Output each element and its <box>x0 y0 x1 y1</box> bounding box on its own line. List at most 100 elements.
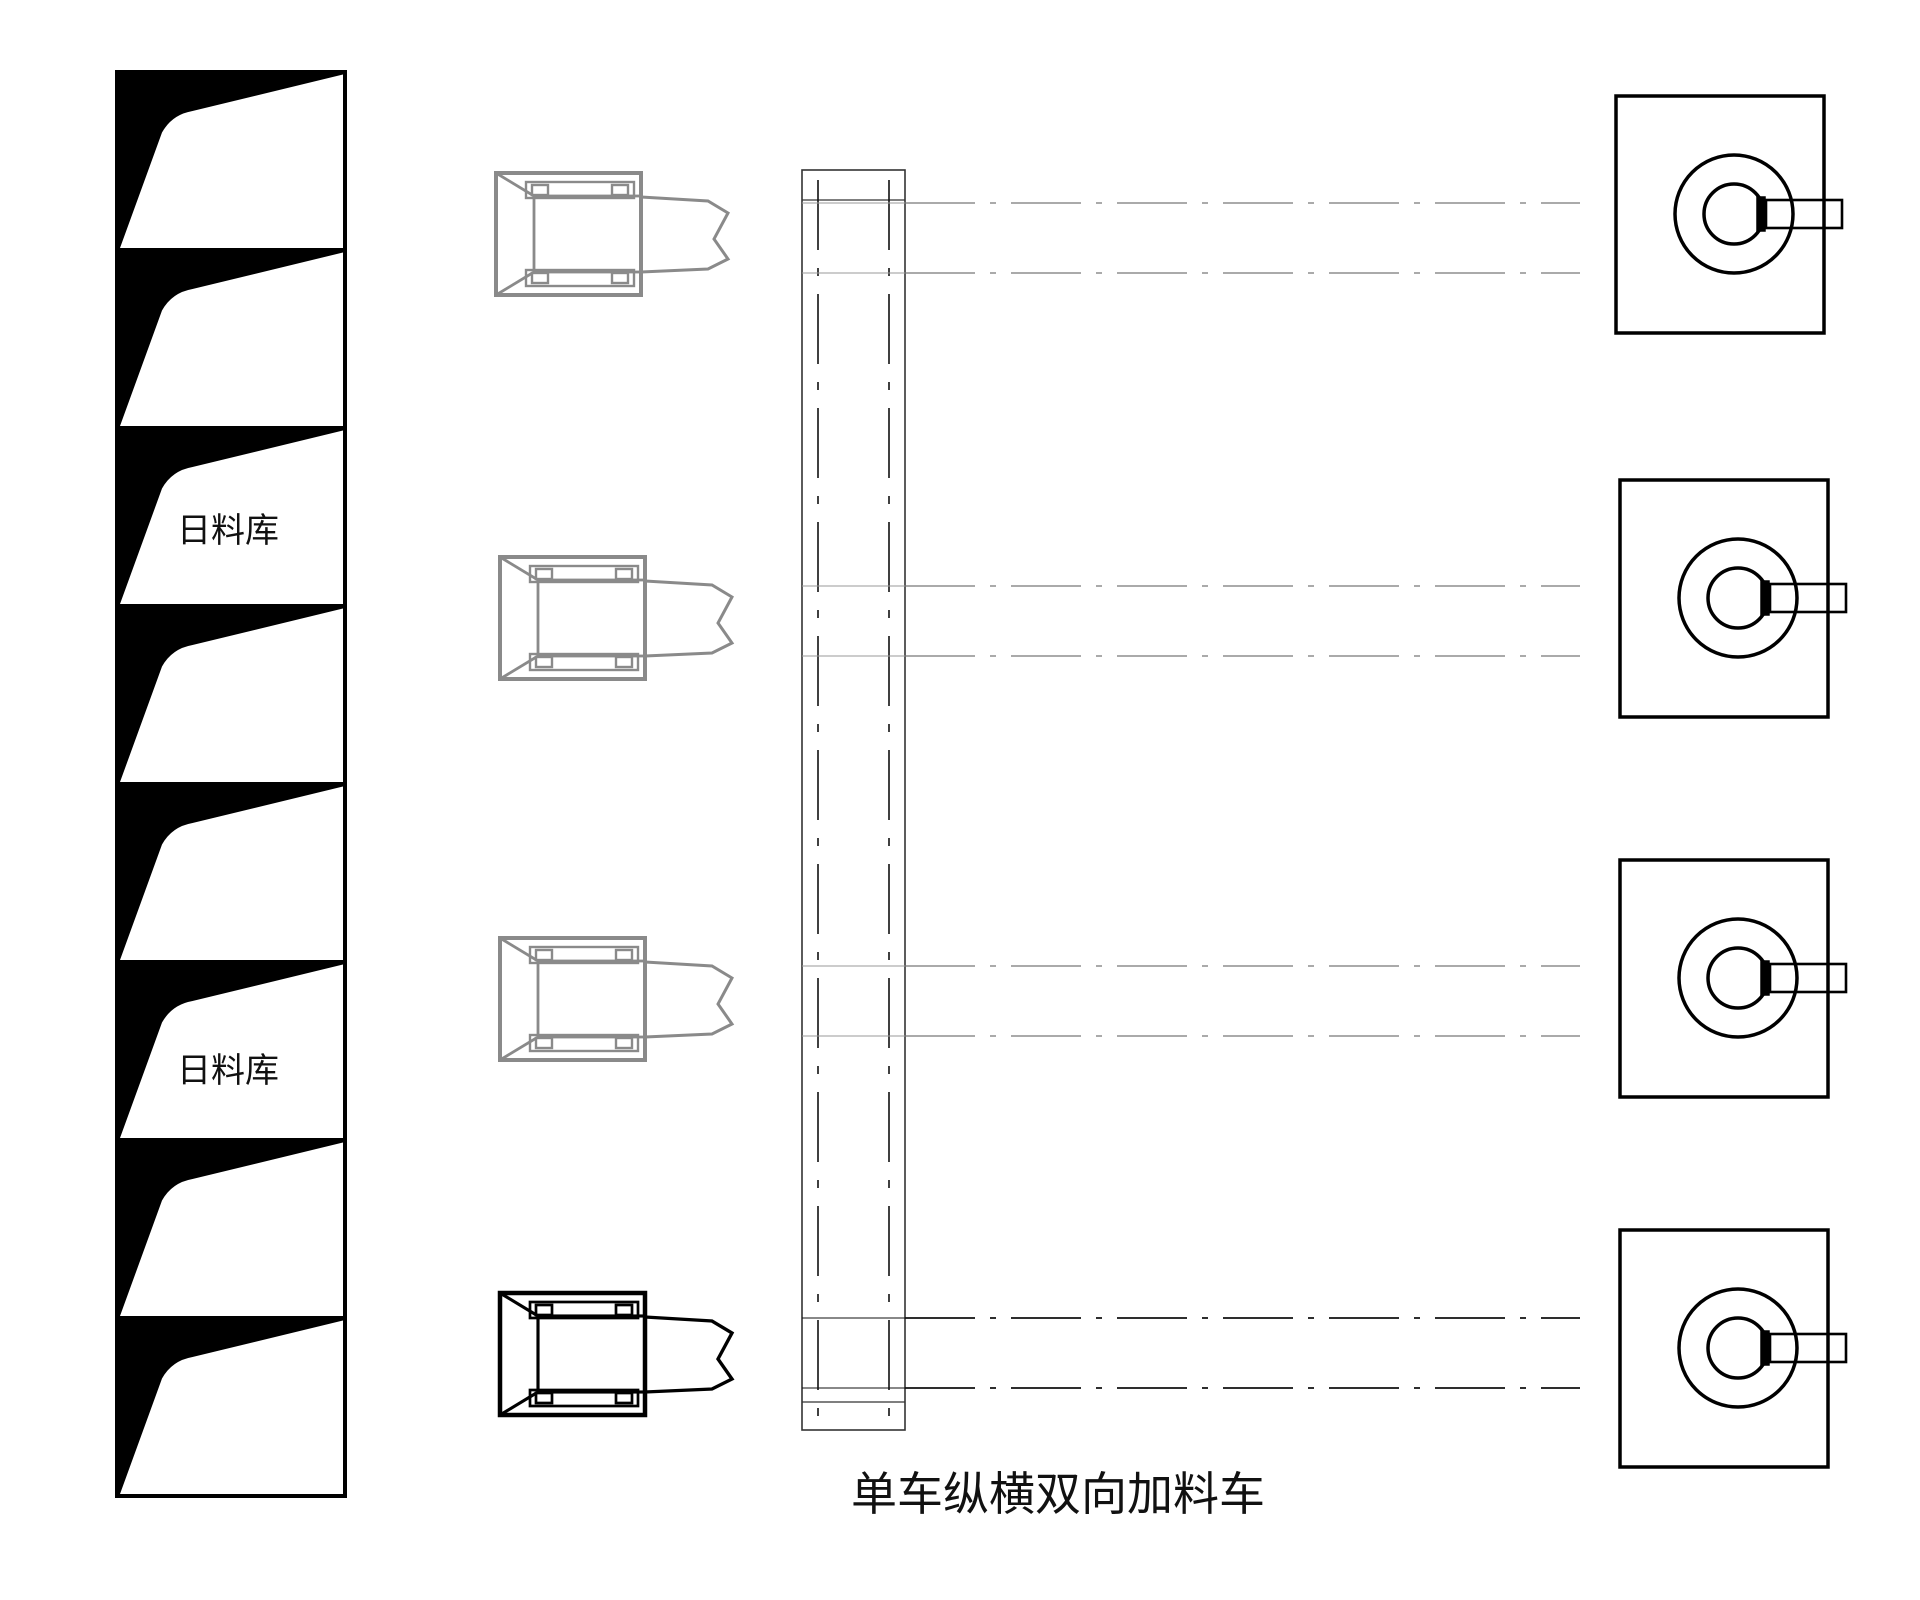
feeder-cart-icon <box>494 171 731 297</box>
storage-bay-icon <box>117 250 345 428</box>
cart-wheel <box>534 567 554 581</box>
cart-axle-top <box>524 180 636 200</box>
station-outer-ring <box>1677 1287 1799 1409</box>
station-inner-ring <box>1706 1316 1770 1380</box>
cart-feed-chute <box>644 579 735 658</box>
station-group <box>1614 94 1848 1469</box>
station-frame <box>1618 478 1830 719</box>
transverse-tracks <box>802 202 1580 1389</box>
station-arm-joint <box>1760 960 1770 996</box>
storage-bay-icon <box>117 784 345 962</box>
cart-body <box>497 1290 648 1418</box>
station-frame <box>1618 858 1830 1099</box>
storage-bay-face <box>120 786 345 960</box>
storage-bay-face <box>120 430 345 604</box>
warehouse-label-a: 日料库 <box>177 511 279 551</box>
feeder-cart-icon <box>498 936 735 1062</box>
storage-bay-face <box>120 608 345 782</box>
station-arm-joint <box>1760 1330 1770 1366</box>
cart-body <box>498 936 647 1062</box>
station-frame <box>1614 94 1826 335</box>
station-feed-arm <box>1768 962 1848 994</box>
cart-corner-line <box>499 1035 539 1062</box>
cart-axle-bottom <box>528 652 640 672</box>
storage-bay-icon <box>117 606 345 784</box>
storage-bay-icon <box>117 428 345 606</box>
cart-inner-frame <box>536 578 647 658</box>
cart-feed-chute <box>644 1315 735 1394</box>
cart-corner-line <box>499 654 539 681</box>
cart-wheel <box>534 1303 554 1317</box>
station-inner-ring <box>1706 566 1770 630</box>
cart-feed-chute <box>644 960 735 1039</box>
cart-wheel <box>614 655 634 669</box>
feeder-cart-icon <box>498 555 735 681</box>
cart-wheel <box>614 567 634 581</box>
cart-wheel <box>534 655 554 669</box>
cart-wheel <box>534 948 554 962</box>
storage-column-border <box>115 70 347 1498</box>
cart-axle-bottom <box>524 268 636 288</box>
station-arm-joint <box>1760 580 1770 616</box>
cart-body <box>498 555 647 681</box>
furnace-station-icon <box>1614 94 1844 335</box>
cart-corner-line <box>495 171 535 198</box>
storage-bay-icon <box>117 1318 345 1496</box>
station-feed-arm <box>1768 1332 1848 1364</box>
feeder-cart-icon <box>497 1290 735 1418</box>
cart-axle-top <box>528 1300 640 1320</box>
station-outer-ring <box>1677 917 1799 1039</box>
cart-axle-top <box>528 945 640 965</box>
storage-bay-face <box>120 1142 345 1316</box>
cart-axle-top <box>528 564 640 584</box>
furnace-station-icon <box>1618 478 1848 719</box>
station-inner-ring <box>1702 182 1766 246</box>
cart-wheel <box>530 271 550 285</box>
station-outer-ring <box>1673 153 1795 275</box>
storage-bay-face <box>120 74 345 248</box>
cart-feed-chute <box>640 195 731 274</box>
station-arm-joint <box>1756 196 1766 232</box>
cart-wheel <box>610 183 630 197</box>
storage-bay-face <box>120 1320 345 1494</box>
cart-inner-frame <box>536 1314 647 1394</box>
cart-wheel <box>530 183 550 197</box>
cart-axle-bottom <box>528 1388 640 1408</box>
station-outer-ring <box>1677 537 1799 659</box>
cart-corner-line <box>499 1291 539 1318</box>
cart-wheel <box>534 1036 554 1050</box>
feeder-cart-group <box>494 171 735 1418</box>
cart-wheel <box>614 1303 634 1317</box>
storage-bay-face <box>120 964 345 1138</box>
rail-frame <box>801 169 906 1431</box>
storage-bay-face <box>120 252 345 426</box>
cart-inner-frame <box>536 959 647 1039</box>
station-frame <box>1618 1228 1830 1469</box>
longitudinal-rail <box>801 169 906 1431</box>
cart-wheel <box>610 271 630 285</box>
storage-column <box>115 70 347 1498</box>
diagram-caption: 单车纵横双向加料车 <box>851 1467 1265 1521</box>
furnace-station-icon <box>1618 858 1848 1099</box>
storage-bay-icon <box>117 72 345 250</box>
cart-inner-frame <box>532 194 643 274</box>
cart-body <box>494 171 643 297</box>
station-feed-arm <box>1768 582 1848 614</box>
cart-corner-line <box>495 270 535 297</box>
cart-wheel <box>534 1391 554 1405</box>
warehouse-label-b: 日料库 <box>177 1051 279 1091</box>
cart-wheel <box>614 1036 634 1050</box>
cart-corner-line <box>499 555 539 582</box>
cart-wheel <box>614 1391 634 1405</box>
station-inner-ring <box>1706 946 1770 1010</box>
cart-corner-line <box>499 1390 539 1417</box>
furnace-station-icon <box>1618 1228 1848 1469</box>
storage-bay-icon <box>117 962 345 1140</box>
cart-axle-bottom <box>528 1033 640 1053</box>
station-feed-arm <box>1764 198 1844 230</box>
cart-wheel <box>614 948 634 962</box>
storage-bay-icon <box>117 1140 345 1318</box>
cart-corner-line <box>499 936 539 963</box>
